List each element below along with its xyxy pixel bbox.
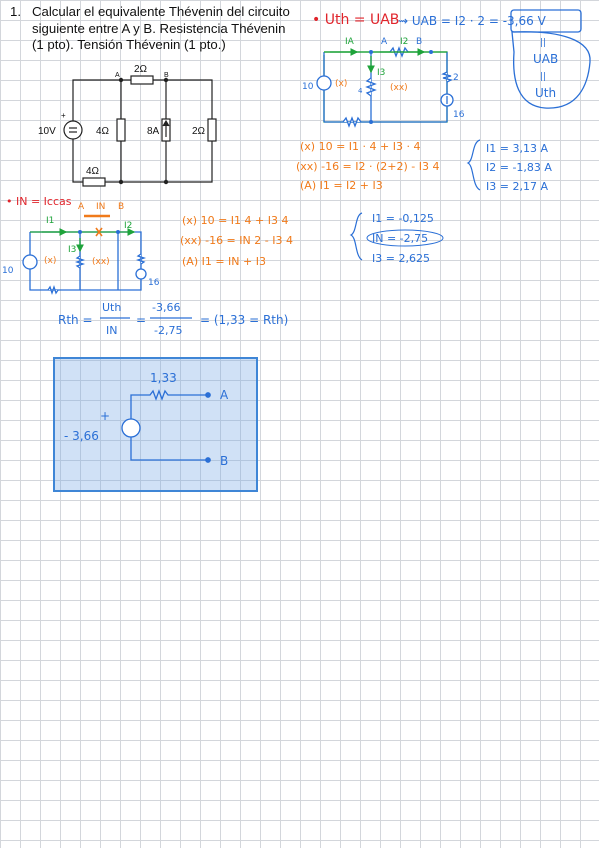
in-c-i2: I2 [124, 221, 132, 231]
svg-text:=: = [136, 313, 146, 327]
in-hand-circuit-labels: I1 A IN B I2 I3 (x) (xx) 10 16 [2, 202, 160, 288]
printed-circuit-labels: + 10V 4Ω 2Ω 8A 2Ω 4Ω A B [38, 64, 206, 177]
r-left-label: 4Ω [96, 126, 110, 137]
uth-hand-circuit-labels: IA A I2 B I3 10 (x) (xx) 4 2 16 [302, 37, 465, 120]
rth-section: Rth = Uth IN = -3,66 -2,75 = (1,33 = Rth… [58, 301, 288, 337]
uth-c-i3: I3 [377, 68, 385, 78]
in-c-xx: (xx) [92, 257, 110, 267]
uth-res-2: I2 = -1,83 A [486, 161, 552, 174]
in-c-b: B [118, 202, 124, 212]
uth-c-2: 2 [453, 73, 459, 83]
uth-c-b: B [416, 37, 422, 47]
svg-text:+: + [61, 111, 66, 120]
uth-equalities-blob [511, 31, 591, 109]
r-right-label: 2Ω [192, 126, 206, 137]
uth-eq-1: || [540, 38, 546, 48]
uth-c-i2: I2 [400, 37, 408, 47]
in-heading: • IN = Iccas [6, 195, 72, 208]
in-res-1: I1 = -0,125 [372, 212, 434, 225]
source-label: 10V [38, 126, 56, 137]
uth-c-xx: (xx) [390, 83, 408, 93]
current-source-label: 8A [147, 126, 160, 137]
thevenin-plus: + [100, 409, 110, 423]
uth-c-4: 4 [358, 87, 363, 95]
uth-heading: • Uth = UAB [312, 12, 399, 28]
in-c-10: 10 [2, 266, 14, 276]
in-eq-a: (A) I1 = IN + I3 [182, 255, 266, 268]
uth-eq-2: UAB [533, 52, 558, 66]
thevenin-r-label: 1,33 [150, 371, 177, 385]
in-res-circle [366, 229, 444, 247]
in-hand-circuit [22, 214, 147, 296]
uth-c-10: 10 [302, 82, 314, 92]
rth-result: = (1,33 = Rth) [200, 313, 288, 327]
r-bottom-label: 4Ω [86, 166, 100, 177]
in-eq-xx: (xx) -16 = IN 2 - I3 4 [180, 234, 293, 247]
uth-c-ia: IA [345, 37, 355, 47]
uth-res-3: I3 = 2,17 A [486, 180, 548, 193]
uth-equations: (x) 10 = I1 · 4 + I3 · 4 (xx) -16 = I2 ·… [296, 139, 552, 193]
uth-equation: ⇝ UAB = I2 · 2 = -3,66 V [398, 14, 547, 28]
uth-eq-3: || [540, 72, 546, 82]
uth-eq-xx: (xx) -16 = I2 · (2+2) - I3 4 [296, 160, 440, 173]
uth-brace [466, 139, 481, 191]
uth-c-a: A [381, 37, 388, 47]
thevenin-labels: 1,33 + - 3,66 A B [64, 371, 229, 468]
rth-frac2-den: -2,75 [154, 324, 182, 337]
uth-eq-4: Uth [535, 86, 556, 100]
uth-c-16: 16 [453, 110, 465, 120]
node-b-label: B [164, 72, 169, 79]
in-brace [349, 212, 363, 261]
thevenin-v-label: - 3,66 [64, 429, 99, 443]
in-c-in: IN [96, 202, 105, 212]
thevenin-node-b: B [220, 454, 228, 468]
in-res-2: IN = -2,75 [372, 232, 428, 245]
thevenin-result-box [53, 357, 258, 492]
in-c-i1: I1 [46, 216, 54, 226]
in-c-x: (x) [44, 256, 56, 266]
in-res-3: I3 = 2,625 [372, 252, 430, 265]
in-eq-x: (x) 10 = I1 4 + I3 4 [182, 214, 288, 227]
problem-text: Calcular el equivalente Thévenin del cir… [32, 4, 290, 52]
node-a-label: A [115, 72, 120, 79]
uth-eq-a: (A) I1 = I2 + I3 [300, 179, 383, 192]
rth-lhs: Rth = [58, 313, 93, 327]
in-equations: (x) 10 = I1 4 + I3 4 (xx) -16 = IN 2 - I… [180, 212, 444, 268]
in-section: • IN = Iccas [6, 195, 72, 208]
uth-hand-circuit [316, 46, 454, 128]
r-top-label: 2Ω [134, 64, 148, 75]
uth-c-x: (x) [335, 79, 347, 89]
thevenin-node-a: A [220, 388, 229, 402]
problem-number: 1. [10, 4, 21, 19]
rth-frac-den: IN [106, 324, 117, 337]
rth-frac2-num: -3,66 [152, 301, 180, 314]
thevenin-circuit [121, 389, 211, 463]
uth-result-box [510, 9, 582, 33]
rth-frac-num: Uth [102, 301, 121, 314]
printed-circuit [63, 75, 217, 187]
in-c-16: 16 [148, 278, 160, 288]
uth-res-1: I1 = 3,13 A [486, 142, 548, 155]
uth-section: • Uth = UAB ⇝ UAB = I2 · 2 = -3,66 V || … [312, 9, 591, 109]
uth-eq-x: (x) 10 = I1 · 4 + I3 · 4 [300, 140, 420, 153]
in-c-i3: I3 [68, 245, 76, 255]
in-c-a: A [78, 202, 85, 212]
